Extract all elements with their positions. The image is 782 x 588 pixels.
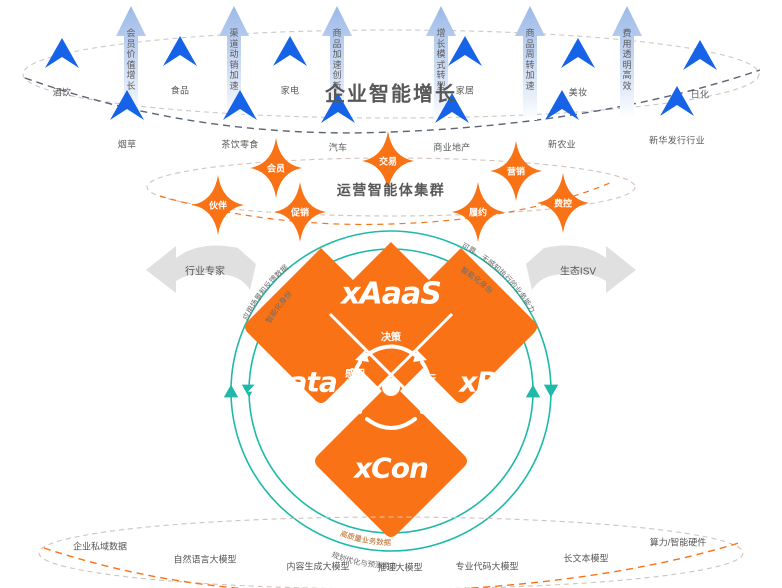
foundation-label: 专业代码大模型 [455, 561, 519, 572]
growth-label: 商品周转加速 [525, 28, 535, 91]
industry-label: 新华发行行业 [649, 135, 705, 146]
agent-star-label[interactable]: 费控 [553, 198, 573, 209]
callout-arrows [146, 245, 636, 293]
industry-label: 茶饮零食 [221, 139, 259, 150]
agent-star-label[interactable]: 会员 [266, 163, 286, 174]
growth-label: 费用透明高效 [622, 28, 632, 91]
industry-label: 汽车 [328, 142, 348, 153]
foundation-label: 长文本模型 [563, 553, 609, 564]
industry-arrows [45, 36, 717, 123]
core-center-decision: 决策 [381, 332, 401, 344]
core-right-label[interactable]: xBiz [459, 365, 521, 399]
agent-star-label[interactable]: 履约 [468, 207, 488, 218]
industry-label: 家电 [280, 85, 300, 96]
agent-star-label[interactable]: 交易 [378, 156, 398, 167]
industry-label: 美妆 [568, 87, 588, 98]
agent-star-label[interactable]: 伙伴 [208, 200, 228, 211]
growth-label: 商品加速创新 [332, 28, 342, 91]
foundation-label: 内容生成大模型 [286, 561, 350, 572]
core-center-perceive: 感知复盘 [345, 369, 365, 391]
core-top-label[interactable]: xAaaS [341, 276, 442, 312]
tall-arrows [116, 6, 642, 122]
industry-label: 商业地产 [433, 142, 471, 153]
bottom-ellipses [38, 516, 744, 588]
industry-label: 食品 [170, 85, 190, 96]
industry-label: 家居 [455, 85, 475, 96]
industry-label: 日化 [690, 89, 710, 100]
core-left-label[interactable]: xData [249, 365, 337, 399]
callout-right-label: 生态ISV [559, 266, 597, 278]
foundation-label: 推理大模型 [377, 562, 423, 573]
industry-label: 酒饮 [52, 87, 72, 98]
agent-stars [192, 131, 589, 242]
mid-title: 运营智能体集群 [336, 182, 446, 198]
core-arrowheads [355, 350, 427, 362]
callout-left-label: 行业专家 [185, 266, 225, 278]
industry-label: 烟草 [117, 139, 137, 150]
foundation-label: 企业私域数据 [72, 541, 128, 552]
core-cycle-arrows [350, 344, 432, 430]
growth-label: 会员价值增长 [126, 28, 136, 91]
core-center-execute: 执行 [416, 374, 436, 386]
growth-label: 渠道动销加速 [229, 28, 239, 91]
top-title: 企业智能增长 [325, 83, 457, 106]
core-hub [382, 378, 400, 396]
teal-rings [223, 230, 559, 552]
foundation-label: 算力/智能硬件 [649, 537, 707, 548]
core-bottom-label[interactable]: xCon [354, 451, 429, 485]
agent-star-label[interactable]: 促销 [290, 207, 310, 218]
growth-label: 增长模式转型 [436, 28, 446, 91]
top-ellipses [22, 29, 761, 134]
foundation-label: 自然语言大模型 [173, 554, 237, 565]
industry-label: 新农业 [548, 139, 576, 150]
agent-star-label[interactable]: 营销 [506, 166, 526, 177]
core-separators [328, 312, 454, 438]
